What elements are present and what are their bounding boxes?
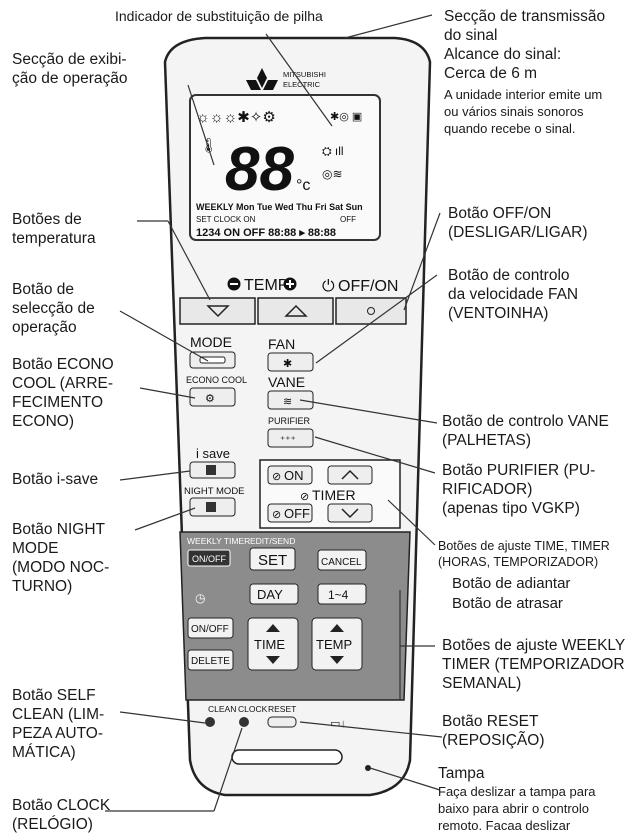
- temp-down-button[interactable]: [179, 297, 256, 325]
- vane-button[interactable]: [267, 390, 314, 410]
- display-days: WEEKLY Mon Tue Wed Thu Fri Sat Sun: [196, 202, 363, 212]
- display-time: 1234 ON OFF 88:88 ▸ 88:88: [196, 227, 336, 239]
- delete-label: DELETE: [191, 656, 230, 667]
- isave-label: i save: [196, 446, 230, 461]
- label-cover-note: Faça deslizar a tampa para baixo para ab…: [438, 784, 596, 833]
- weekly-onoff-label: ON/OFF: [192, 554, 226, 564]
- delete-button[interactable]: [187, 649, 234, 671]
- thermometer-icon: 🌡: [200, 137, 218, 153]
- cancel-label: CANCEL: [321, 557, 362, 568]
- time-label: TIME: [254, 637, 285, 652]
- fan-label: FAN: [268, 336, 295, 352]
- battery-icon: ▭↓: [330, 718, 346, 730]
- weekly-temp-button[interactable]: [311, 617, 363, 671]
- label-vane: Botão de controlo VANE (PALHETAS): [442, 413, 609, 449]
- off-on-button[interactable]: [335, 297, 407, 325]
- timer-on-icon: ⊘: [272, 471, 281, 483]
- label-night-mode: Botão NIGHT MODE (MODO NOC- TURNO): [12, 521, 110, 595]
- clean-label: CLEAN: [208, 704, 236, 714]
- timer-icon: ⊘: [300, 491, 309, 503]
- label-transmission: Secção de transmissão do sinal Alcance d…: [444, 8, 606, 82]
- econo-cool-label: ECONO COOL: [186, 375, 247, 385]
- weekly-timer-label: WEEKLY TIMER: [187, 536, 250, 546]
- label-weekly: Botões de ajuste WEEKLY TIMER (TEMPORIZA…: [442, 637, 626, 692]
- purifier-label: PURIFIER: [268, 416, 311, 426]
- set-label: SET: [258, 552, 287, 569]
- offon-header: OFF/ON: [338, 278, 398, 295]
- purifier-icon: ⁺⁺⁺: [280, 435, 296, 446]
- label-cover: Tampa: [438, 765, 485, 782]
- label-advance: Botão de adiantar: [452, 575, 571, 592]
- econo-icon: ⚙: [205, 393, 215, 405]
- temp-up-button[interactable]: [257, 297, 334, 325]
- label-transmission-note: A unidade interior emite um ou vários si…: [444, 87, 603, 136]
- timer-off-label: OFF: [284, 506, 310, 521]
- day-button[interactable]: [249, 583, 299, 605]
- label-display-section: Secção de exibi- ção de operação: [12, 51, 128, 87]
- purifier-button[interactable]: [267, 428, 314, 448]
- fan-button[interactable]: [267, 352, 314, 372]
- mitsubishi-logo-icon: [246, 68, 278, 90]
- timer-on-label: ON: [284, 468, 304, 483]
- range-button[interactable]: [317, 583, 367, 605]
- reset-button[interactable]: [267, 716, 297, 728]
- edit-send-label: EDIT/SEND: [250, 536, 295, 546]
- label-temp-buttons: Botões de temperatura: [12, 211, 96, 247]
- reset-label: RESET: [268, 704, 296, 714]
- mode-icons: ☼☼☼✱✧⚙: [196, 109, 276, 126]
- label-battery-indicator: Indicador de substituição de pilha: [115, 8, 323, 24]
- vane-btn-icon: ≋: [283, 396, 292, 408]
- leader-lines: [105, 14, 443, 812]
- onoff2-button[interactable]: [187, 617, 234, 639]
- brand-line-1: MITSUBISHI: [283, 70, 326, 79]
- timer-off-icon: ⊘: [272, 509, 281, 521]
- display-set-clock: SET CLOCK ON: [196, 215, 256, 224]
- label-econo-cool: Botão ECONO COOL (ARRE- FECIMENTO ECONO): [12, 356, 114, 430]
- vane-label: VANE: [268, 374, 305, 390]
- label-purifier: Botão PURIFIER (PU- RIFICADOR) (apenas t…: [442, 462, 596, 517]
- clock-label: CLOCK: [238, 704, 268, 714]
- onoff2-label: ON/OFF: [191, 624, 229, 635]
- label-mode-select: Botão de selecção de operação: [12, 281, 95, 336]
- label-delay: Botão de atrasar: [452, 595, 563, 612]
- weekly-temp-label: TEMP: [316, 637, 352, 652]
- fan-icon: ✱: [283, 358, 292, 370]
- display-temperature: 88: [225, 135, 294, 204]
- vane-icon: ◎≋: [322, 167, 343, 181]
- display-off: OFF: [340, 215, 356, 224]
- timer-up-button[interactable]: [327, 465, 373, 485]
- mode-label: MODE: [190, 334, 232, 350]
- label-fan-speed: Botão de controlo da velocidade FAN (VEN…: [448, 267, 579, 322]
- label-time-timer: Botões de ajuste TIME, TIMER (HORAS, TEM…: [438, 539, 610, 569]
- clean-button[interactable]: [205, 717, 215, 727]
- display-unit: °c: [296, 177, 310, 194]
- clock-small-icon: ◷: [195, 591, 205, 605]
- temp-header: TEMP: [244, 277, 288, 294]
- label-reset: Botão RESET (REPOSIÇÃO): [442, 713, 545, 749]
- fan-level-icon: ⛭ ıll: [322, 144, 344, 158]
- timer-down-button[interactable]: [327, 503, 373, 523]
- time-button[interactable]: [247, 617, 299, 671]
- range-label: 1~4: [328, 588, 349, 602]
- timer-label: TIMER: [312, 487, 356, 503]
- clock-button[interactable]: [239, 717, 249, 727]
- day-label: DAY: [257, 587, 283, 602]
- power-icon: ⏻: [322, 278, 335, 295]
- label-isave: Botão i-save: [12, 471, 99, 488]
- cover-slot: [231, 749, 343, 765]
- display-window: [189, 94, 381, 241]
- label-self-clean: Botão SELF CLEAN (LIM- PEZA AUTO- MÁTICA…: [12, 687, 105, 761]
- timer-off-button[interactable]: [267, 503, 313, 523]
- night-mode-label: NIGHT MODE: [184, 486, 245, 497]
- cancel-button[interactable]: [317, 549, 367, 571]
- timer-on-button[interactable]: [267, 465, 313, 485]
- weekly-onoff-button[interactable]: [187, 549, 231, 567]
- label-off-on: Botão OFF/ON (DESLIGAR/LIGAR): [448, 205, 588, 241]
- set-button[interactable]: [249, 547, 296, 571]
- signal-icons: ✱◎ ▣: [330, 111, 362, 123]
- label-clock: Botão CLOCK (RELÓGIO): [12, 797, 111, 833]
